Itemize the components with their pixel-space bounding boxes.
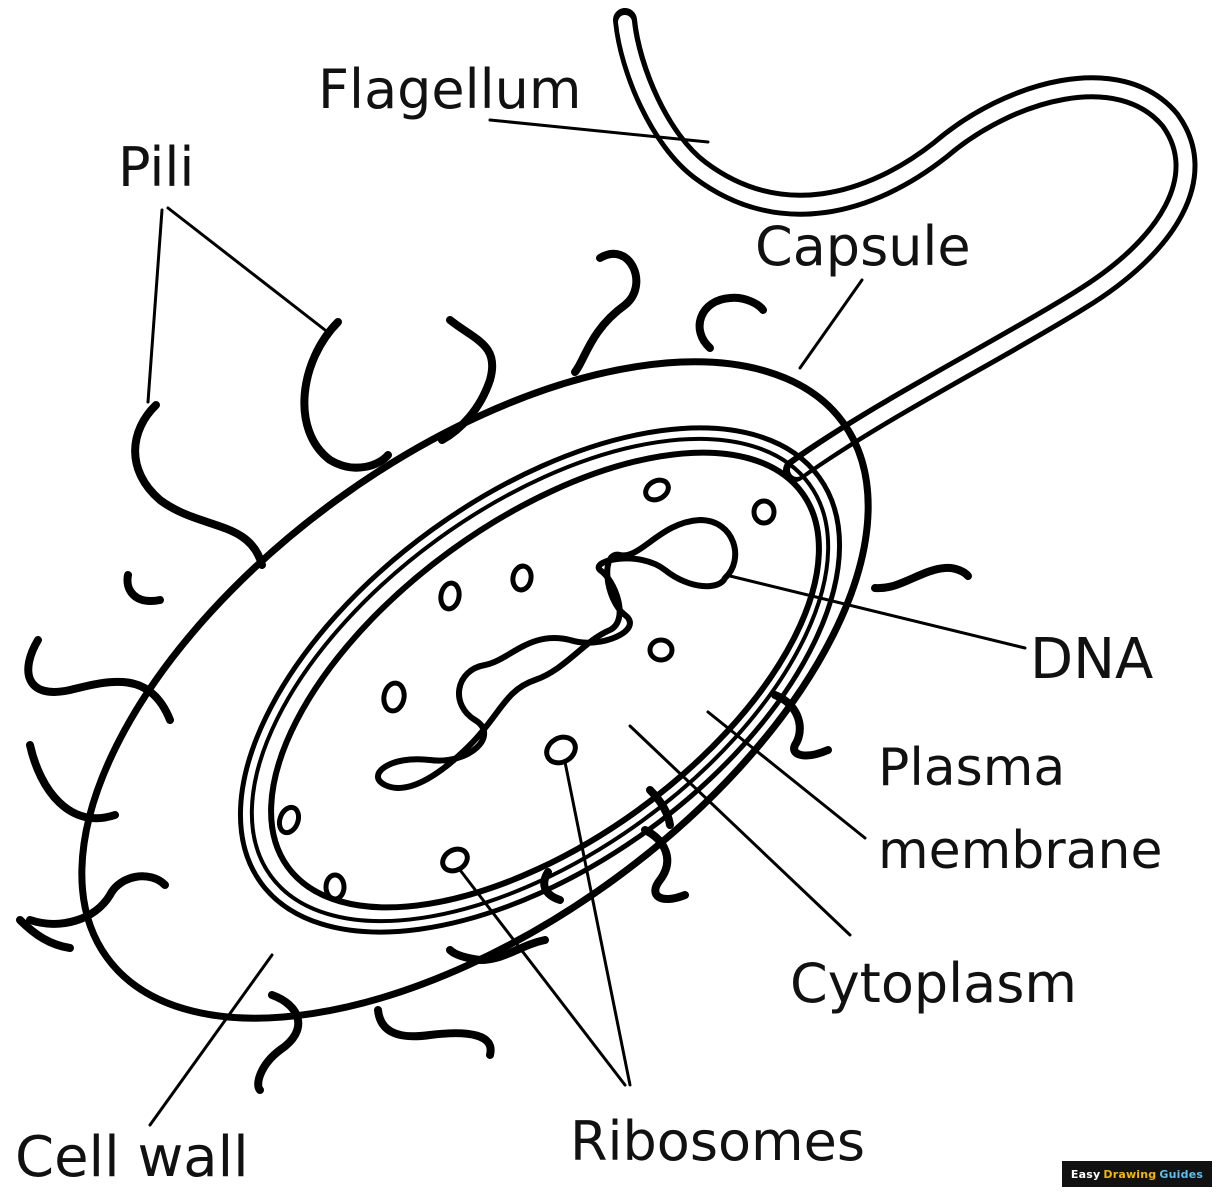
leader-line-dna: [728, 574, 1027, 650]
pilus: [26, 741, 119, 823]
pilus: [438, 316, 497, 444]
leader-line-flagellum: [488, 118, 710, 144]
logo-word-easy: Easy: [1070, 1167, 1101, 1181]
leader-line-ribosomes-a: [563, 760, 632, 1087]
pilus: [300, 318, 392, 472]
pilus: [571, 249, 641, 376]
pilus: [254, 991, 303, 1094]
pili: [16, 249, 972, 1094]
leader-line-cell-wall: [148, 953, 274, 1127]
leader-line-pili-b: [146, 208, 164, 404]
leader-line-ribosomes-b: [458, 868, 627, 1087]
leader-line-capsule: [798, 278, 864, 370]
dna-strand: [375, 517, 739, 791]
label-plasma-membrane-2: membrane: [878, 821, 1163, 881]
plasma-membrane-outline: [268, 449, 822, 911]
pilus: [771, 691, 832, 760]
ribosome: [381, 680, 407, 714]
pilus: [131, 401, 266, 569]
ribosome: [438, 580, 462, 612]
ribosome: [323, 872, 347, 902]
ribosome: [643, 477, 671, 503]
flagellum: [613, 8, 1198, 482]
capsule-outline: [78, 358, 872, 1022]
leader-lines: [146, 118, 1027, 1127]
pilus: [871, 563, 972, 593]
pilus: [24, 636, 174, 724]
label-pili: Pili: [118, 136, 194, 199]
cell-wall-inner: [249, 436, 831, 924]
ribosome: [440, 846, 470, 874]
pilus: [695, 293, 767, 352]
logo-word-drawing: Drawing: [1103, 1167, 1157, 1181]
label-dna: DNA: [1030, 627, 1153, 692]
ribosome: [544, 734, 578, 766]
label-cytoplasm: Cytoplasm: [790, 952, 1077, 1015]
ribosome: [276, 804, 302, 836]
logo-word-guides: Guides: [1159, 1167, 1204, 1181]
ribosomes: [276, 477, 777, 902]
leader-line-cytoplasm: [628, 724, 852, 937]
leader-line-plasma-membrane: [706, 710, 867, 840]
pilus: [446, 936, 549, 964]
leader-line-pili-a: [166, 206, 327, 332]
label-capsule: Capsule: [755, 215, 971, 278]
ribosome: [510, 563, 534, 593]
label-flagellum: Flagellum: [318, 58, 582, 121]
pilus: [646, 786, 674, 829]
label-cell-wall: Cell wall: [15, 1125, 249, 1190]
easy-drawing-guides-logo: Easy Drawing Guides: [1062, 1161, 1212, 1187]
pilus: [26, 872, 169, 928]
pilus: [374, 1006, 495, 1059]
label-ribosomes: Ribosomes: [570, 1110, 865, 1173]
label-plasma-membrane-1: Plasma: [878, 738, 1065, 798]
pilus: [16, 916, 74, 952]
ribosome: [751, 498, 777, 526]
pilus: [540, 868, 564, 904]
pilus: [123, 571, 164, 605]
pilus: [641, 826, 689, 903]
ribosome: [647, 637, 675, 663]
